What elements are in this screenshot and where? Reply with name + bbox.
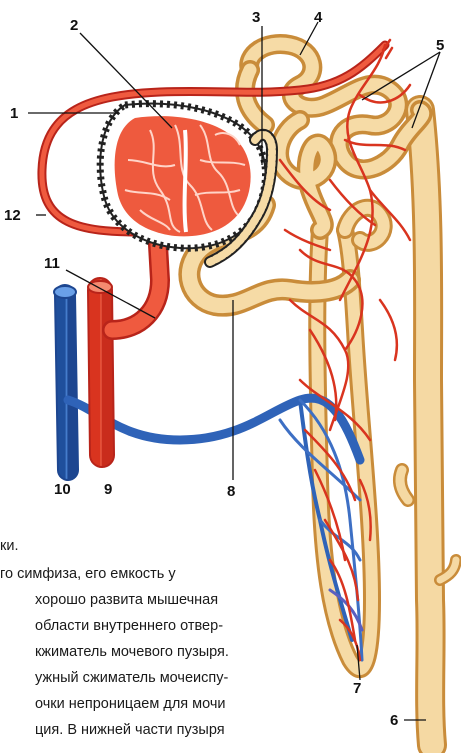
label-7: 7 [353,681,361,696]
label-6: 6 [390,713,398,728]
text-line-6: ужный сжиматель мочеиспу- [35,671,228,686]
renal-corpuscle [100,104,265,249]
label-1: 1 [10,106,18,121]
collecting-duct [400,110,456,745]
text-line-8: ция. В нижней части пузыря [35,723,225,738]
label-10: 10 [54,482,71,497]
text-line-3: хорошо развита мышечная [35,593,218,608]
label-8: 8 [227,484,235,499]
label-11: 11 [44,256,60,271]
artery [88,245,160,455]
text-line-7: очки непроницаем для мочи [35,697,226,712]
label-9: 9 [104,482,112,497]
text-line-5: кжиматель мочевого пузыря. [35,645,229,660]
text-line-2: го симфиза, его емкость у [0,567,176,582]
label-3: 3 [252,10,260,25]
label-12: 12 [4,208,21,223]
label-2: 2 [70,18,78,33]
label-5: 5 [436,38,444,53]
label-4: 4 [314,10,322,25]
text-line-1: ки. [0,539,18,554]
text-line-4: области внутреннего отвер- [35,619,223,634]
